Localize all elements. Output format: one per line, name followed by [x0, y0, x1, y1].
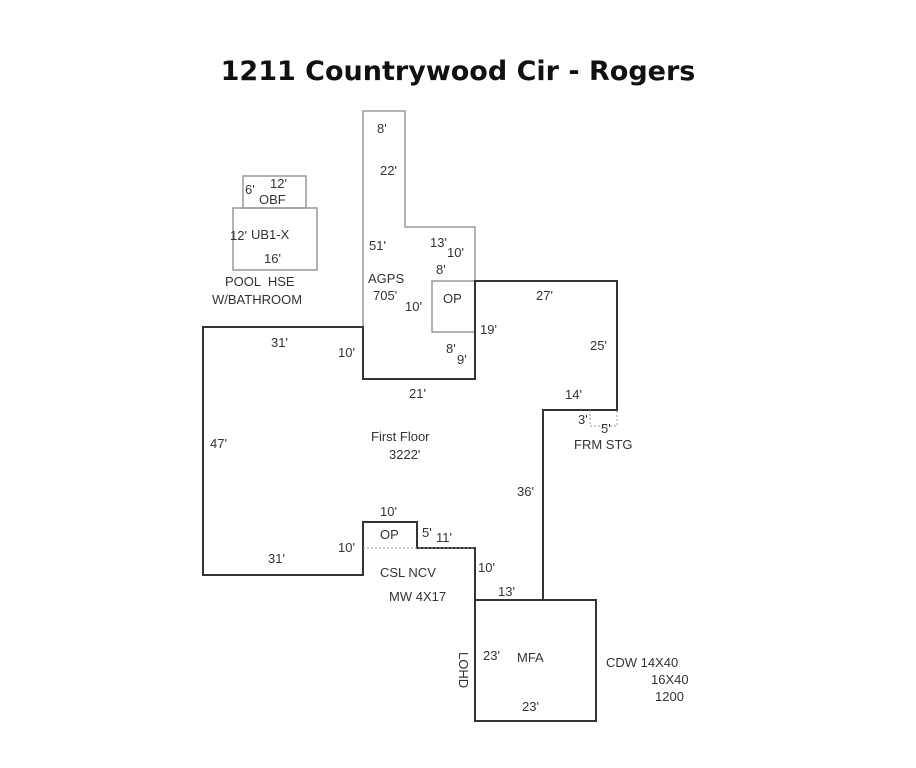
dim-label: 23' — [483, 648, 500, 663]
dim-label: 10' — [447, 245, 464, 260]
dim-label: 8' — [446, 341, 456, 356]
dim-label: 31' — [271, 335, 288, 350]
page-title: 1211 Countrywood Cir - Rogers — [220, 56, 696, 87]
dim-label: 13' — [498, 584, 515, 599]
dim-label: 3' — [578, 412, 588, 427]
dim-label: 16' — [264, 251, 281, 266]
dim-label: 36' — [517, 484, 534, 499]
op-label: OP — [443, 291, 462, 306]
agps-label: AGPS — [368, 271, 404, 286]
pool-house-label: POOL HSE — [225, 274, 295, 289]
dim-label: 21' — [409, 386, 426, 401]
first-floor-label: First Floor — [371, 429, 430, 444]
dim-label: 10' — [338, 345, 355, 360]
mfa-outline — [474, 599, 597, 722]
dim-label: 8' — [436, 262, 446, 277]
dim-label: 11' — [436, 530, 452, 545]
dim-label: 47' — [210, 436, 227, 451]
dim-label: 5' — [601, 421, 611, 436]
dim-label: 5' — [422, 525, 432, 540]
op-upper-outline — [431, 280, 476, 333]
dim-label: 9' — [457, 352, 467, 367]
dim-label: 23' — [522, 699, 539, 714]
dim-label: 10' — [380, 504, 397, 519]
lohd-label: LOHD — [456, 652, 471, 688]
frm-stg-label: FRM STG — [574, 437, 633, 452]
dim-label: 12' — [230, 228, 247, 243]
mw-label: MW 4X17 — [389, 589, 446, 604]
cdw-label: 1200 — [655, 689, 684, 704]
dim-label: 10' — [478, 560, 495, 575]
ub1x-label: UB1-X — [251, 227, 290, 242]
dim-label: 31' — [268, 551, 285, 566]
frm-stg-outline — [589, 410, 618, 427]
dim-label: 10' — [338, 540, 355, 555]
mfa-label: MFA — [517, 650, 544, 665]
dim-label: 10' — [405, 299, 422, 314]
dim-label: 27' — [536, 288, 553, 303]
dim-label: 51' — [369, 238, 386, 253]
dim-label: 12' — [270, 176, 287, 191]
dim-label: 19' — [480, 322, 497, 337]
agps-area: 705' — [373, 288, 397, 303]
cdw-label: 16X40 — [651, 672, 689, 687]
dim-label: 8' — [377, 121, 387, 136]
dim-label: 6' — [245, 182, 255, 197]
ub1x-outline — [232, 207, 318, 271]
dim-label: 13' — [430, 235, 447, 250]
op-label: OP — [380, 527, 399, 542]
agps-outline — [362, 110, 476, 327]
obf-label: OBF — [259, 192, 286, 207]
first-floor-area: 3222' — [389, 447, 420, 462]
pool-house-label: W/BATHROOM — [212, 292, 302, 307]
cdw-label: CDW 14X40 — [606, 655, 678, 670]
dim-label: 14' — [565, 387, 582, 402]
csl-ncv-label: CSL NCV — [380, 565, 436, 580]
dim-label: 25' — [590, 338, 607, 353]
dim-label: 22' — [380, 163, 397, 178]
